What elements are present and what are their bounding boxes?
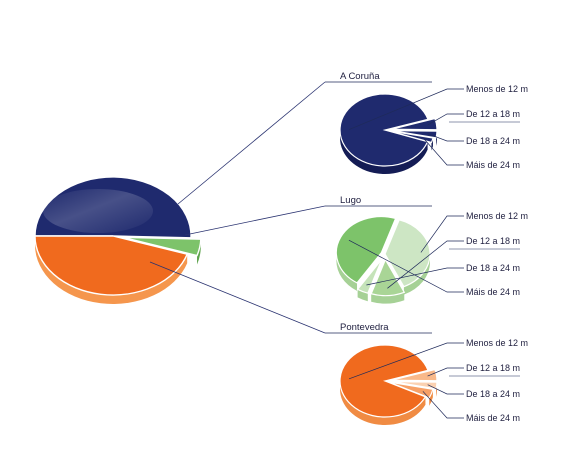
leader-line [427, 133, 464, 142]
legend-label: De 18 a 24 m [466, 389, 520, 399]
main-pie-highlight [43, 189, 153, 233]
slice-menos-de-12-m [384, 219, 431, 288]
slice-side [403, 254, 430, 295]
slice-de-18-a-24-m [391, 130, 438, 139]
slice-side [340, 130, 428, 175]
legend-label: Máis de 24 m [466, 287, 520, 297]
slice-side [336, 252, 358, 291]
connectors [149, 81, 326, 334]
legend-label: Máis de 24 m [466, 160, 520, 170]
leader-line [387, 240, 464, 289]
leader-line [427, 367, 464, 377]
leader-line [422, 391, 464, 419]
pie-title: A Coruña [340, 71, 380, 82]
legend-label: De 12 a 18 m [466, 363, 520, 373]
legend-label: Máis de 24 m [466, 413, 520, 423]
leader-line [427, 384, 464, 395]
legend-label: Menos de 12 m [466, 338, 528, 348]
legend-label: Menos de 12 m [466, 84, 528, 94]
leader-line [427, 113, 464, 126]
connector-lugo [184, 205, 326, 236]
connector-a-coru-a [177, 81, 326, 205]
slice-de-12-a-18-m [391, 117, 438, 131]
slice-m-is-de-24-m [388, 130, 434, 144]
slice-de-18-a-24-m [356, 258, 383, 294]
slice-menos-de-12-m [339, 93, 429, 167]
leader-line [420, 215, 464, 253]
legend-label: De 18 a 24 m [466, 136, 520, 146]
leader-line [348, 88, 464, 130]
slice-de-12-a-18-m [391, 368, 438, 382]
connector-pontevedra [149, 261, 326, 334]
legend-label: De 18 a 24 m [466, 263, 520, 273]
legend-label: De 12 a 18 m [466, 236, 520, 246]
pie-title: Pontevedra [340, 322, 389, 333]
leader-line [348, 342, 464, 380]
main-pie-slice-lugo [122, 236, 202, 257]
slice-side [357, 289, 368, 302]
pie-title: Lugo [340, 195, 361, 206]
slice-m-is-de-24-m [335, 216, 397, 284]
slice-de-12-a-18-m [370, 258, 406, 297]
leader-line [366, 267, 464, 286]
legend-label: De 12 a 18 m [466, 109, 520, 119]
slice-menos-de-12-m [339, 344, 429, 418]
leader-line [423, 138, 464, 166]
legend-label: Menos de 12 m [466, 211, 528, 221]
main-pie [34, 176, 202, 304]
leader-line [348, 239, 464, 293]
